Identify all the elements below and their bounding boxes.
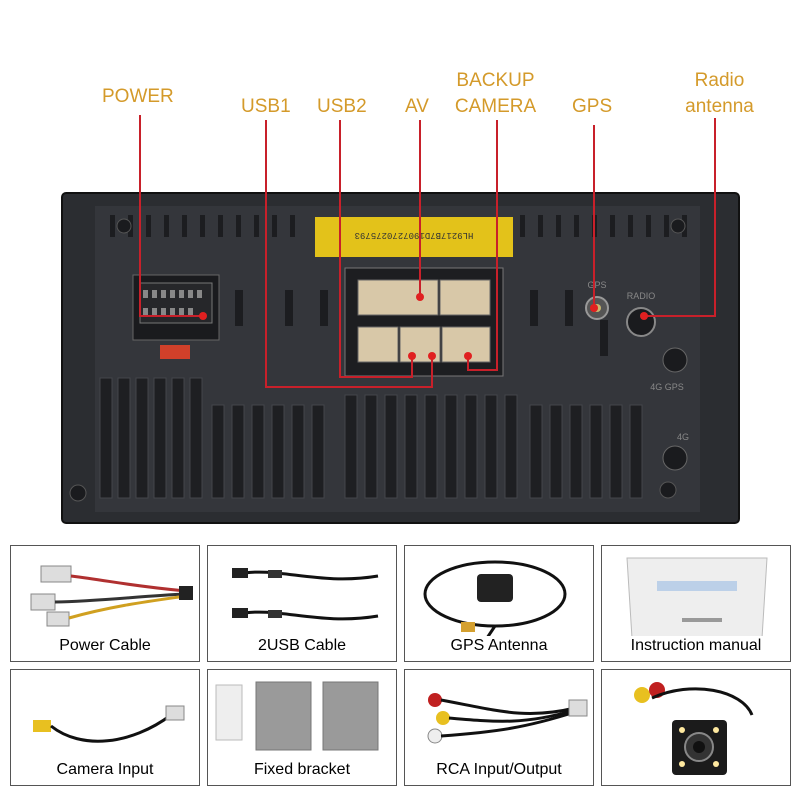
serial-sticker-text: HL9217B7D1907270275793 (355, 230, 474, 240)
radio-leader-line (644, 118, 716, 317)
port-4g-gps (662, 347, 688, 373)
label-gps: GPS (572, 96, 613, 117)
label-usb1: USB1 (241, 96, 291, 117)
power-connector (132, 274, 220, 341)
usb2-leader-line (339, 120, 413, 378)
leader-lines (139, 115, 716, 388)
port-4g-gps-text: 4G GPS (650, 382, 684, 392)
caption-gps-antenna: GPS Antenna (450, 637, 548, 654)
caption-camera-input: Camera Input (56, 761, 154, 778)
label-backup-line1: BACKUP (456, 70, 535, 91)
backup-camera-leader-line (467, 120, 498, 371)
radio-port-text: RADIO (627, 291, 656, 301)
accessory-rca-input-output: RCA Input/Output (404, 669, 594, 786)
head-unit-rear-diagram: HL9217B7D1907270275793 GPS RADIO 4G GPS (61, 115, 740, 524)
label-backup-camera: BACKUP CAMERA (448, 70, 543, 118)
rear-vent-slots (235, 290, 608, 356)
accessory-gps-antenna: GPS Antenna (404, 545, 594, 662)
accessory-camera-input: Camera Input (10, 669, 200, 786)
caption-instruction-manual: Instruction manual (630, 637, 762, 654)
backup-camera-illustration (634, 682, 754, 775)
gps-port-text: GPS (587, 280, 606, 290)
caption-rca-input-output: RCA Input/Output (436, 761, 562, 778)
fuse (160, 345, 190, 359)
serial-sticker: HL9217B7D1907270275793 (315, 217, 513, 257)
screw (670, 218, 686, 234)
caption-2usb-cable: 2USB Cable (257, 637, 347, 654)
label-av: AV (405, 96, 429, 117)
accessory-power-cable: Power Cable (10, 545, 200, 662)
usb1-connector (357, 326, 399, 363)
accessory-2usb-cable: 2USB Cable (207, 545, 397, 662)
canbus-connector (439, 279, 491, 316)
gps-port: GPS (585, 280, 609, 320)
label-radio-line1: Radio (694, 70, 745, 91)
power-cable-illustration (30, 565, 193, 627)
usb1-leader-line (265, 120, 433, 388)
accessory-fixed-bracket: Fixed bracket (207, 669, 397, 786)
heatsink-fins (99, 377, 643, 499)
rca-cable-illustration (427, 693, 588, 744)
camera-input-illustration (33, 705, 185, 743)
screw (659, 481, 677, 499)
accessory-backup-camera (601, 669, 791, 786)
center-connector-block (344, 267, 504, 377)
leader-dots (199, 293, 648, 360)
caption-fixed-bracket: Fixed bracket (253, 761, 351, 778)
accessory-instruction-manual: Instruction manual (601, 545, 791, 662)
port-4g-text: 4G (677, 432, 689, 442)
label-power: POWER (102, 86, 174, 107)
screw (116, 218, 132, 234)
fixed-bracket-illustration (215, 681, 379, 751)
gps-antenna-illustration (423, 560, 567, 636)
label-usb2: USB2 (317, 96, 367, 117)
accessories-grid: Power Cable 2USB Cable GPS Antenna Instr… (10, 545, 791, 790)
label-backup-line2: CAMERA (454, 96, 537, 117)
label-radio-antenna: Radio antenna (677, 70, 762, 118)
usb-cable-illustration (232, 568, 379, 621)
label-radio-line2: antenna (685, 96, 754, 117)
caption-power-cable: Power Cable (59, 637, 151, 654)
manual-illustration (626, 557, 768, 636)
power-leader-line (139, 115, 203, 317)
screw (69, 484, 87, 502)
av-connector (357, 279, 439, 316)
port-4g (662, 445, 688, 471)
